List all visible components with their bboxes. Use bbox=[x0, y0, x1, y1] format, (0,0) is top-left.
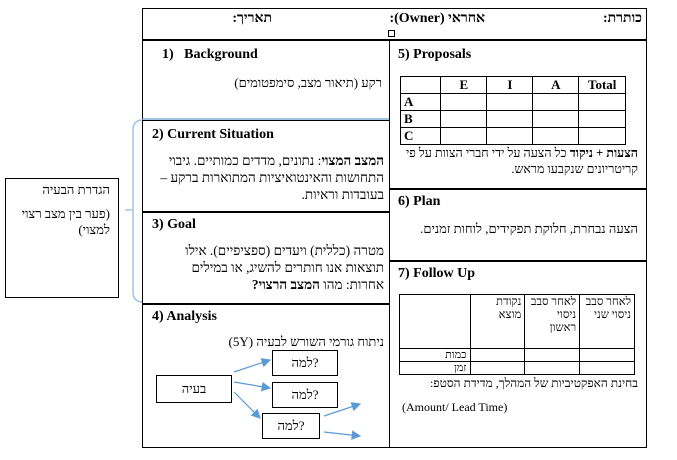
follow-up-table: נקודת מוצא לאחר סבב ניסוי ראשון לאחר סבב… bbox=[399, 294, 635, 375]
proposals-row-a: A bbox=[399, 93, 442, 111]
follow-up-col-3: לאחר סבב ניסוי שני bbox=[579, 294, 635, 349]
current-situation-text: המצב המצוי: נתונים, מדדים כמותיים. גיבוי… bbox=[152, 152, 384, 203]
current-situation-bold: המצב המצוי bbox=[321, 153, 384, 168]
why-box-1: למה? bbox=[272, 350, 338, 376]
follow-up-note-en: (Amount/ Lead Time) bbox=[402, 400, 508, 414]
goal-body: מטרה (כללית) ויעדים (ספציפיים). אילו תוצ… bbox=[185, 243, 384, 292]
problem-definition-subtitle: (פער בין מצב רצוי למצוי) bbox=[21, 206, 110, 237]
date-label: תאריך: bbox=[232, 11, 272, 26]
proposals-title: 5) Proposals bbox=[398, 47, 472, 62]
background-title: 1) Background bbox=[162, 47, 258, 62]
anchor-handle bbox=[388, 30, 395, 37]
bracket bbox=[125, 119, 144, 303]
proposals-section bbox=[389, 40, 647, 189]
follow-up-section bbox=[389, 261, 647, 448]
analysis-title: 4) Analysis bbox=[152, 309, 217, 324]
problem-box: בעיה bbox=[156, 375, 232, 403]
proposals-table: E I A Total A B C bbox=[399, 76, 626, 145]
follow-up-row-amount: כמות bbox=[399, 348, 471, 362]
follow-up-title: 7) Follow Up bbox=[398, 266, 475, 281]
goal-title: 3) Goal bbox=[152, 217, 196, 232]
proposals-row-c: C bbox=[399, 127, 442, 145]
analysis-arrows bbox=[233, 358, 362, 440]
proposals-col-total: Total bbox=[578, 76, 626, 94]
proposals-text: הצעות + ניקוד כל הצעה על ידי חברי הצוות … bbox=[398, 145, 638, 177]
goal-end: ? bbox=[251, 277, 259, 292]
problem-definition-title: הגדרת הבעיה bbox=[42, 182, 110, 197]
plan-section bbox=[389, 189, 647, 261]
proposals-col-a: A bbox=[532, 76, 580, 94]
why-box-3: למה? bbox=[262, 413, 320, 439]
proposals-col-i: I bbox=[486, 76, 534, 94]
follow-up-col-1: נקודת מוצא bbox=[469, 294, 526, 349]
title-label: כותרת: bbox=[602, 11, 642, 26]
plan-title: 6) Plan bbox=[398, 194, 441, 209]
follow-up-col-2: לאחר סבב ניסוי ראשון bbox=[524, 294, 581, 349]
follow-up-row-time: זמן bbox=[399, 361, 471, 375]
why-box-2: למה? bbox=[272, 382, 338, 408]
plan-text: הצעה נבחרת, חלוקת תפקידים, לוחות זמנים. bbox=[420, 221, 638, 236]
background-text: רקע (תיאור מצב, סימפטומים) bbox=[234, 75, 382, 90]
proposals-row-b: B bbox=[399, 110, 442, 128]
follow-up-note: בחינת האפקטיביות של המהלך, מדידת הסטפ: bbox=[429, 376, 638, 390]
goal-text: מטרה (כללית) ויעדים (ספציפיים). אילו תוצ… bbox=[152, 242, 384, 293]
proposals-bold: הצעות + ניקוד bbox=[569, 146, 638, 160]
analysis-text: ניתוח גורמי השורש לבעיה (5Y) bbox=[228, 334, 384, 349]
header-bar bbox=[142, 8, 647, 40]
owner-label: אחראי (Owner): bbox=[389, 11, 485, 26]
current-situation-body: : נתונים, מדדים כמותיים. גיבוי התחושות ו… bbox=[160, 153, 384, 202]
goal-bold: המצב הרצוי bbox=[258, 277, 320, 292]
current-situation-title: 2) Current Situation bbox=[152, 127, 274, 142]
proposals-col-e: E bbox=[440, 76, 488, 94]
problem-definition-box bbox=[5, 178, 119, 298]
proposals-body: כל הצעה על ידי חברי הצוות על פי קריטריונ… bbox=[405, 146, 638, 176]
